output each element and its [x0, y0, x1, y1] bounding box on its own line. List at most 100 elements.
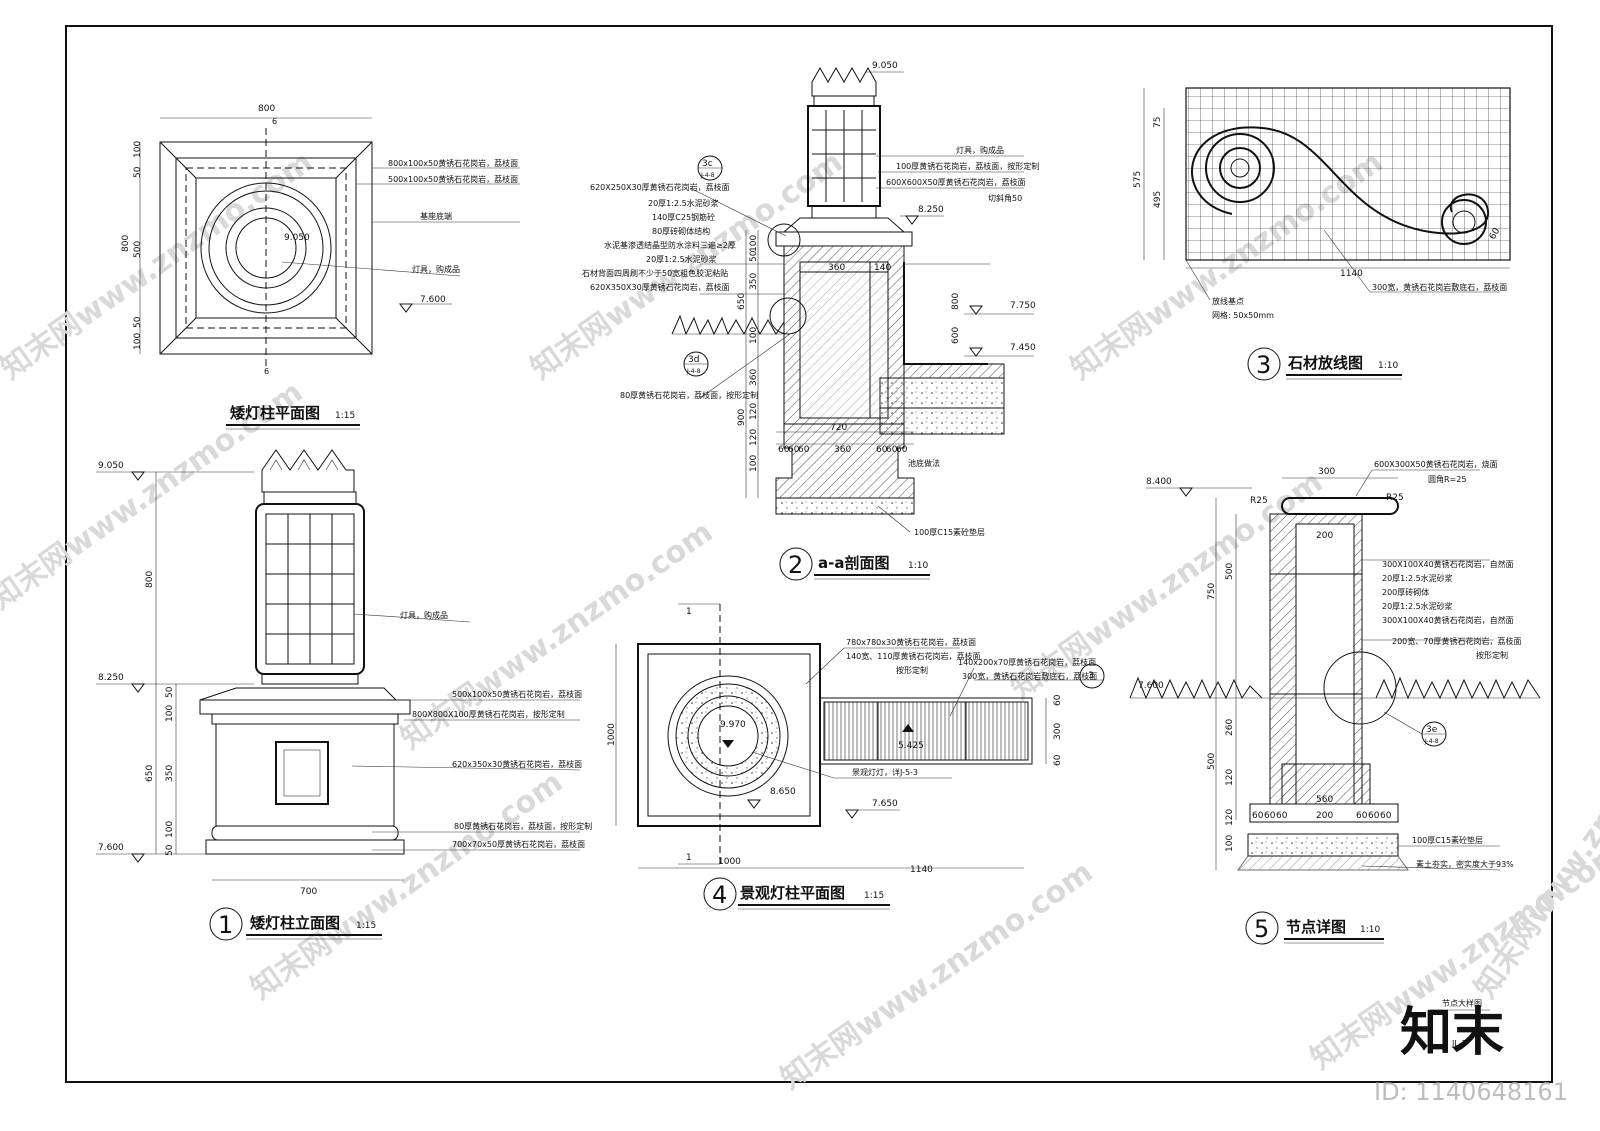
- view-plan: 800 6 6 800 100 50 500 50 100 9.050 800x…: [121, 104, 520, 430]
- detail-note: 20厚1:2.5水泥砂浆: [1382, 601, 1453, 611]
- section-note: 140厚C25钢筋砼: [652, 212, 715, 222]
- sheet-frame: [65, 25, 1553, 1083]
- elev-marker: 7.600: [98, 843, 124, 853]
- section-dim: 60: [876, 445, 888, 455]
- view-number: 4: [712, 881, 727, 909]
- stone-dim: 75: [1153, 117, 1163, 128]
- detail-note: 200宽、70厚黄锈石花岗岩，荔枝面: [1392, 636, 1521, 646]
- lamp-dim: 1000: [607, 723, 617, 746]
- view-title: 石材放线图: [1287, 354, 1363, 372]
- elev-width: 700: [300, 887, 317, 897]
- plan-cut-mark: 6: [264, 367, 269, 376]
- lamp-note: 140宽、110厚黄锈石花岗岩，荔枝面: [846, 651, 981, 661]
- lamp-note: 按形定制: [896, 665, 928, 675]
- view-number: 3: [1256, 351, 1271, 379]
- section-dim: 60: [788, 445, 800, 455]
- detail-dim-base: 60: [1368, 811, 1380, 821]
- plan-left-part: 100: [133, 333, 143, 350]
- detail-note: 100厚C15素砼垫层: [1412, 835, 1483, 845]
- plan-cut-mark: 6: [272, 117, 277, 126]
- detail-dim: 300: [1318, 467, 1335, 477]
- elev-dim: 650: [145, 765, 155, 782]
- detail-dim: 500: [1207, 753, 1217, 770]
- detail-note: 素土夯实，密实度大于93%: [1416, 859, 1514, 869]
- lamp-dim: 300: [1053, 723, 1063, 740]
- section-dim: 60: [778, 445, 790, 455]
- detail-callout-ref: J-4-8: [1424, 738, 1439, 745]
- view-title: 景观灯柱平面图: [740, 884, 845, 902]
- section-dim: 100: [749, 455, 759, 472]
- brand-id: ID: 1140648161: [1374, 1078, 1568, 1106]
- elev-note: 700x70x50厚黄锈石花岗岩，荔枝面: [452, 839, 585, 849]
- view-lamp-plan: 1 1 9.970 8.650 7.650 5.425 1000 1000 11…: [607, 603, 1105, 911]
- section-note-base: 100厚C15素砼垫层: [914, 527, 985, 537]
- section-dim: 60: [798, 445, 810, 455]
- elev-dim-part: 50: [165, 844, 175, 856]
- detail-dim-base: 60: [1252, 811, 1264, 821]
- section-note-right: 切斜角50: [988, 193, 1022, 203]
- stone-note: 放线基点: [1212, 296, 1244, 306]
- lamp-elev: 8.650: [770, 787, 796, 797]
- section-dim: 60: [896, 445, 908, 455]
- elev-dim-part: 50: [165, 686, 175, 698]
- detail-note: 按形定制: [1476, 650, 1508, 660]
- section-dim: 120: [749, 429, 759, 446]
- plan-note: 800x100x50黄锈石花岗岩，荔枝面: [388, 158, 518, 168]
- section-note: 20厚1:2.5水泥砂浆: [646, 254, 717, 264]
- section-dim: 720: [830, 423, 847, 433]
- lamp-cut-mark: 1: [686, 853, 692, 863]
- detail-elev: 8.400: [1146, 477, 1172, 487]
- elev-note: 800X800X100厚黄锈石花岗岩，按形定制: [412, 709, 565, 719]
- detail-note: 20厚1:2.5水泥砂浆: [1382, 573, 1453, 583]
- detail-dim: 120: [1225, 769, 1235, 786]
- lamp-cut-mark: 1: [686, 607, 692, 617]
- elev-dim-part: 100: [165, 821, 175, 838]
- section-callout: 3c: [702, 159, 713, 169]
- detail-dim: 750: [1207, 583, 1217, 600]
- view-stone-layout: 575 75 495 1140 60 放线基点 网格: 50x50mm 300宽…: [1133, 87, 1511, 381]
- lamp-note: 300宽，黄锈石花岗岩敷底石，荔枝面: [962, 671, 1097, 681]
- lamp-elev: 5.425: [898, 741, 924, 751]
- section-dim: 100: [749, 235, 759, 252]
- detail-dim-base: 200: [1316, 811, 1333, 821]
- lamp-ref-num: 3: [1088, 671, 1094, 681]
- section-note-right: 灯具，购成品: [956, 145, 1004, 155]
- watermark: 知末网www.znzmo.com: [1468, 680, 1600, 1005]
- view-elevation: 9.050 8.250 7.600 800 650 50 100 350 100…: [96, 449, 592, 941]
- lamp-dim: 1000: [718, 857, 741, 867]
- detail-note: 300X100X40黄锈石花岗岩，自然面: [1382, 615, 1514, 625]
- detail-dim-base: 60: [1356, 811, 1368, 821]
- title-block: 节点大样图 JL-7: [1430, 998, 1490, 1048]
- detail-dim: 120: [1225, 809, 1235, 826]
- view-scale: 1:15: [356, 921, 376, 931]
- detail-dim-base: 60: [1380, 811, 1392, 821]
- elev-dim-part: 100: [165, 705, 175, 722]
- detail-dim: 200: [1316, 531, 1333, 541]
- detail-dim: 100: [1225, 835, 1235, 852]
- plan-top-dim: 800: [258, 104, 275, 114]
- lamp-note: 景观灯灯，详J-5-3: [852, 767, 918, 777]
- section-note-right: 600X600X50厚黄锈石花岗岩，荔枝面: [886, 177, 1026, 187]
- section-note-right: 100厚黄锈石花岗岩，荔枝面，按形定制: [896, 161, 1039, 171]
- plan-note: 500x100x50黄锈石花岗岩，荔枝面: [388, 174, 518, 184]
- detail-note: 300X100X40黄锈石花岗岩，自然面: [1382, 559, 1514, 569]
- section-note: 水泥基渗透结晶型防水涂料三遍≥2厚: [604, 240, 736, 250]
- elev-marker: 8.250: [98, 673, 124, 683]
- detail-note: 600X300X50黄锈石花岗岩，烧面: [1374, 459, 1498, 469]
- elev-note: 灯具，购成品: [400, 610, 448, 620]
- view-scale: 1:10: [1360, 925, 1380, 935]
- stone-dim: 575: [1133, 171, 1143, 188]
- section-note-pool: 池底做法: [908, 458, 940, 468]
- stone-dim: 1140: [1340, 269, 1363, 279]
- plan-left-part: 50: [133, 166, 143, 178]
- section-dim: 50: [749, 250, 759, 262]
- view-title: 矮灯柱立面图: [250, 914, 340, 932]
- plan-left-part: 500: [133, 241, 143, 258]
- plan-note: 基座底端: [420, 211, 452, 221]
- view-scale: 1:10: [1378, 361, 1398, 371]
- detail-dim-base: 60: [1276, 811, 1288, 821]
- section-dim: 350: [749, 273, 759, 290]
- plan-note: 灯具，购成品: [412, 264, 460, 274]
- view-section: 3c J-4-8 3d J-4-8 9.050 8.250 7.750 7.45…: [582, 61, 1039, 581]
